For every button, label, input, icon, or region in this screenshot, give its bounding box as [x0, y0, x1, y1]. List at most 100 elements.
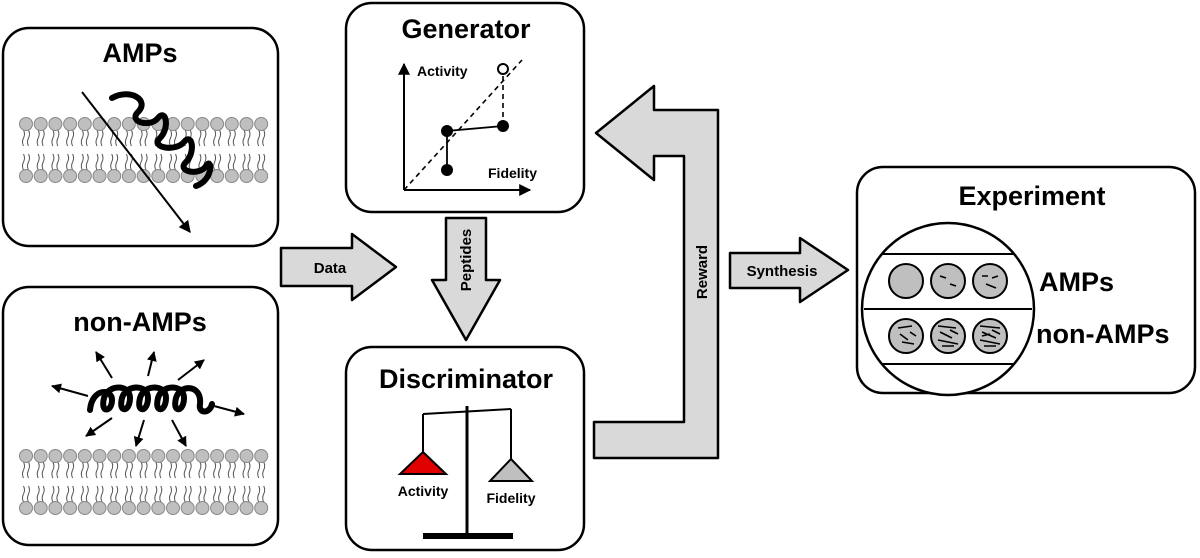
lipid-head: [224, 501, 239, 515]
discriminator-panel: Discriminator Activity Fidelity: [344, 345, 586, 552]
amps-insertion-arrow: [81, 91, 191, 233]
scale-right-label: Fidelity: [486, 490, 535, 506]
lipid-head: [239, 169, 254, 183]
amps-membrane: [19, 117, 269, 183]
peptides-arrow-label: Peptides: [458, 229, 475, 292]
lipid-head: [166, 169, 180, 183]
lipid-head: [254, 449, 269, 463]
lipid-head: [254, 117, 269, 131]
plot-point: [441, 125, 453, 137]
plot-point: [497, 120, 509, 132]
activity-weight: [397, 450, 449, 475]
lipid-head: [77, 449, 92, 463]
target-point: [497, 63, 509, 75]
data-arrow: Data: [279, 232, 398, 302]
lipid-head: [151, 501, 166, 515]
discriminator-panel-title: Discriminator: [379, 364, 554, 394]
lipid-head: [33, 449, 48, 463]
lipid-head: [136, 501, 151, 515]
lipid-head: [195, 449, 210, 463]
lipid-head: [77, 117, 92, 131]
lipid-head: [63, 449, 78, 463]
amps-wells: [888, 263, 1008, 299]
plot-point: [441, 164, 453, 176]
non-amps-panel-title: non-AMPs: [73, 307, 206, 337]
lipid-head: [48, 501, 63, 515]
lipid-head: [33, 169, 48, 183]
generator-y-label: Activity: [417, 63, 468, 79]
generator-plot: Activity Fidelity: [398, 59, 537, 196]
lipid-head: [19, 449, 33, 463]
lipid-head: [210, 501, 225, 515]
lipid-head: [224, 117, 239, 131]
non-amps-wells: [888, 318, 1008, 354]
experiment-row2-label: non-AMPs: [1036, 319, 1169, 349]
lipid-head: [121, 169, 136, 183]
lipid-head: [239, 449, 254, 463]
non-amps-panel: non-AMPs: [1, 285, 280, 547]
lipid-head: [77, 501, 92, 515]
lipid-head: [107, 169, 122, 183]
lipid-head: [180, 117, 195, 131]
peptides-arrow: Peptides: [430, 216, 502, 342]
non-amps-helix-icon: [87, 384, 215, 415]
reward-arrow: Reward: [592, 84, 720, 460]
generator-panel: Generator Activity Fidelity: [344, 1, 586, 214]
fidelity-weight: [487, 457, 535, 482]
lipid-head: [224, 449, 239, 463]
lipid-head: [63, 169, 78, 183]
lipid-head: [19, 501, 33, 515]
lipid-head: [63, 117, 78, 131]
lipid-head: [151, 169, 166, 183]
lipid-head: [48, 169, 63, 183]
generator-x-label: Fidelity: [488, 165, 537, 181]
lipid-head: [239, 117, 254, 131]
dispersal-arrows: [51, 351, 245, 447]
data-arrow-label: Data: [314, 260, 347, 277]
amps-panel: AMPs: [1, 26, 280, 248]
lipid-head: [166, 501, 180, 515]
lipid-head: [239, 501, 254, 515]
amps-helix-icon: [109, 91, 214, 189]
synthesis-arrow-label: Synthesis: [747, 263, 818, 280]
generator-panel-title: Generator: [401, 14, 531, 44]
lipid-head: [19, 169, 33, 183]
lipid-head: [107, 501, 122, 515]
lipid-head: [254, 169, 269, 183]
lipid-head: [63, 501, 78, 515]
lipid-head: [180, 501, 195, 515]
petri-dish: [860, 221, 1036, 397]
lipid-head: [254, 501, 269, 515]
lipid-head: [195, 117, 210, 131]
lipid-head: [92, 501, 107, 515]
scale-left-label: Activity: [398, 483, 449, 499]
lipid-head: [77, 169, 92, 183]
lipid-head: [210, 117, 225, 131]
synthesis-arrow: Synthesis: [728, 236, 850, 304]
lipid-head: [166, 449, 180, 463]
lipid-head: [136, 169, 151, 183]
non-amps-membrane: [19, 449, 269, 515]
lipid-head: [224, 169, 239, 183]
lipid-head: [121, 117, 136, 131]
lipid-head: [92, 449, 107, 463]
lipid-head: [33, 501, 48, 515]
lipid-head: [92, 169, 107, 183]
lipid-head: [121, 501, 136, 515]
lipid-head: [195, 501, 210, 515]
lipid-head: [48, 117, 63, 131]
lipid-head: [33, 117, 48, 131]
experiment-panel: Experiment AMPs: [855, 165, 1197, 397]
experiment-panel-title: Experiment: [958, 181, 1105, 211]
diagonal-dashed-line: [403, 59, 523, 191]
lipid-head: [121, 449, 136, 463]
lipid-head: [136, 449, 151, 463]
lipid-head: [48, 449, 63, 463]
reward-arrow-label: Reward: [694, 245, 711, 299]
lipid-head: [19, 117, 33, 131]
lipid-head: [180, 449, 195, 463]
lipid-head: [107, 449, 122, 463]
lipid-head: [151, 449, 166, 463]
amps-panel-title: AMPs: [102, 38, 177, 68]
